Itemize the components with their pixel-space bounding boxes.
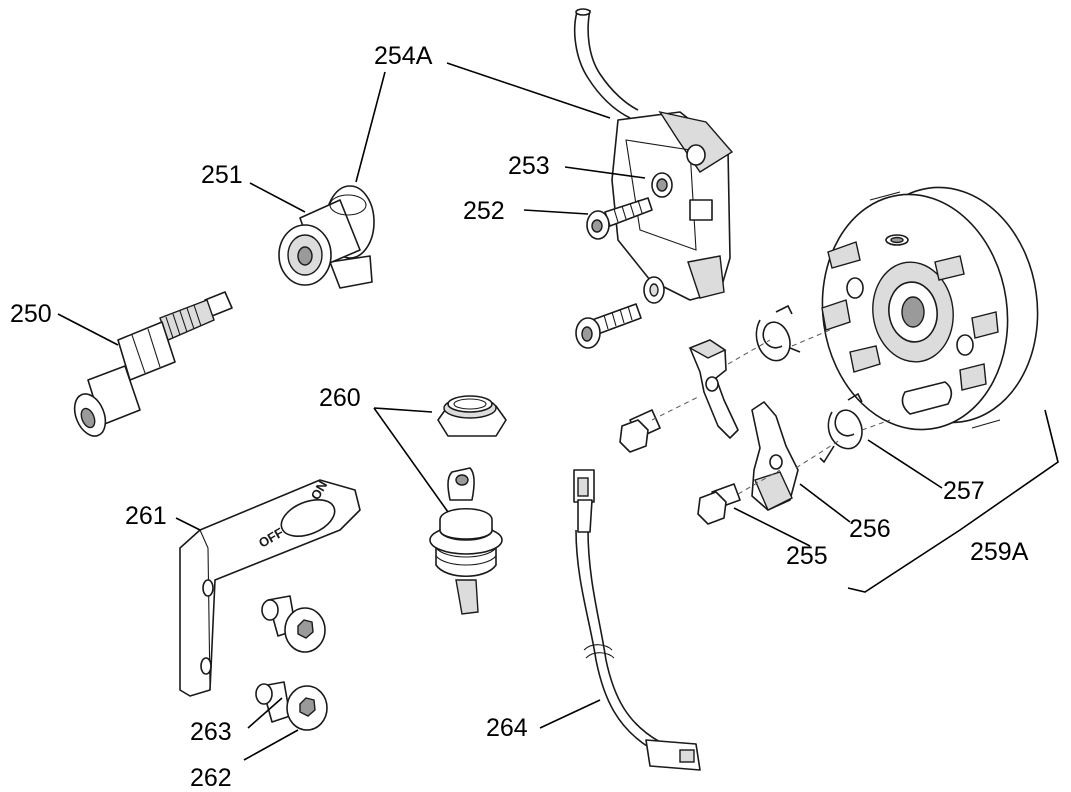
- toggle-switch: [429, 467, 503, 615]
- coil-washer: [643, 276, 665, 304]
- callout-256: 256: [849, 515, 891, 543]
- weight-bolt-upper: [619, 409, 661, 453]
- advance-spring-upper: [755, 304, 801, 362]
- callout-252: 252: [463, 197, 505, 225]
- callout-263: 263: [190, 718, 232, 746]
- spark-plug-boot: [278, 185, 375, 289]
- callout-254a: 254A: [374, 42, 433, 70]
- coil-screw-lower: [575, 303, 642, 349]
- wire-harness: [573, 469, 701, 771]
- switch-nut: [437, 395, 507, 437]
- callout-257: 257: [943, 477, 985, 505]
- flywheel-assembly-bracket: [847, 409, 1059, 593]
- callout-255: 255: [786, 542, 828, 570]
- callout-264: 264: [486, 714, 528, 742]
- flywheel: [821, 186, 1039, 431]
- callout-250: 250: [10, 300, 52, 328]
- advance-spring-lower: [819, 392, 863, 464]
- advance-weight-lower: [751, 401, 799, 511]
- bracket-screw-lower: [255, 681, 328, 731]
- callout-261: 261: [125, 502, 167, 530]
- leader-lines: [57, 62, 943, 761]
- callout-262: 262: [190, 764, 232, 792]
- spark-plug: [73, 291, 233, 437]
- callout-259a: 259A: [970, 538, 1029, 566]
- advance-weight-upper: [688, 339, 739, 439]
- weight-bolt-lower: [697, 483, 741, 525]
- assembly-line-upper: [651, 329, 831, 421]
- callout-labels: 250 251 252 253 254A 255 256 257 259A 26…: [10, 42, 1029, 792]
- coil-screw-upper: [586, 197, 653, 240]
- switch-bracket: ON OFF: [179, 478, 361, 697]
- callout-260: 260: [319, 384, 361, 412]
- ignition-coil: [573, 8, 734, 301]
- callout-253: 253: [508, 152, 550, 180]
- assembly-line-lower: [737, 419, 891, 495]
- bracket-screw-upper: [261, 595, 326, 653]
- callout-251: 251: [201, 161, 243, 189]
